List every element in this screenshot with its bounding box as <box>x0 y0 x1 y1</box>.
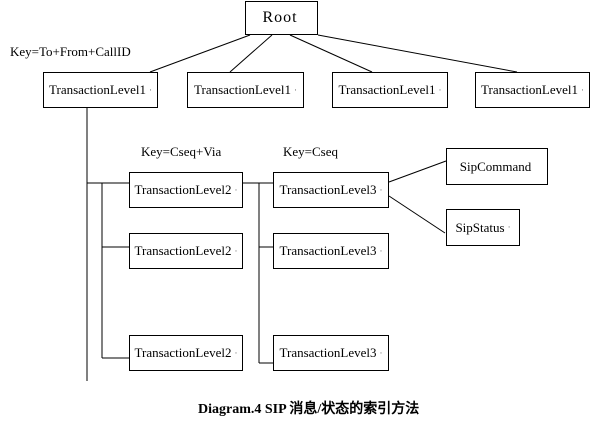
format-mark: · <box>581 84 584 95</box>
transaction-level2-node-3: TransactionLevel2· <box>129 335 243 371</box>
diagram-caption: Diagram.4 SIP 消息/状态的索引方法 <box>198 402 420 417</box>
sipstatus-label: SipStatus <box>455 219 505 235</box>
transaction-level3-label: TransactionLevel3 <box>279 182 377 197</box>
transaction-level1-node-1: TransactionLevel1· <box>43 72 158 108</box>
transaction-level1-node-2: TransactionLevel1· <box>187 72 304 108</box>
format-mark: · <box>234 245 238 256</box>
transaction-level1-node-4: TransactionLevel1· <box>475 72 590 108</box>
format-mark: · <box>379 184 383 195</box>
transaction-level1-label: TransactionLevel1 <box>49 82 146 97</box>
transaction-level2-label: TransactionLevel2 <box>134 243 232 258</box>
root-node-label: Root <box>262 9 298 26</box>
sipcommand-node: SipCommand <box>446 148 548 185</box>
transaction-level1-label: TransactionLevel1 <box>194 82 291 97</box>
key-label-level3: Key=Cseq <box>283 144 338 159</box>
transaction-level3-node-3: TransactionLevel3· <box>273 335 389 371</box>
transaction-level2-node-1: TransactionLevel2· <box>129 172 243 208</box>
format-mark: · <box>234 347 238 358</box>
transaction-level3-node-1: TransactionLevel3· <box>273 172 389 208</box>
format-mark: · <box>149 84 152 95</box>
format-mark: · <box>507 222 511 232</box>
edge-level3-to-sipcommand <box>388 160 447 183</box>
format-mark: · <box>438 84 442 95</box>
format-mark: · <box>294 84 297 95</box>
sipstatus-node: SipStatus· <box>446 209 520 246</box>
transaction-level2-node-2: TransactionLevel2· <box>129 233 243 269</box>
sipcommand-label: SipCommand <box>459 158 532 174</box>
format-mark: · <box>379 245 383 256</box>
root-node: Root <box>245 1 318 35</box>
transaction-level1-label: TransactionLevel1 <box>481 82 578 97</box>
transaction-level3-node-2: TransactionLevel3· <box>273 233 389 269</box>
key-label-level1: Key=To+From+CallID <box>10 44 131 59</box>
transaction-level2-label: TransactionLevel2 <box>134 182 232 197</box>
format-mark: · <box>379 347 383 358</box>
transaction-level3-label: TransactionLevel3 <box>279 345 377 360</box>
edge-root-to-level1-1 <box>149 34 251 73</box>
edge-root-to-level1-4 <box>317 34 518 73</box>
key-label-level2: Key=Cseq+Via <box>141 144 222 159</box>
edge-root-to-level1-2 <box>229 34 273 73</box>
edge-root-to-level1-3 <box>289 34 373 73</box>
transaction-level1-node-3: TransactionLevel1· <box>332 72 448 108</box>
transaction-level2-label: TransactionLevel2 <box>134 345 232 360</box>
format-mark: · <box>234 184 238 195</box>
transaction-level1-label: TransactionLevel1 <box>338 82 436 97</box>
edge-level3-to-sipstatus <box>388 195 446 234</box>
transaction-level3-label: TransactionLevel3 <box>279 243 377 258</box>
